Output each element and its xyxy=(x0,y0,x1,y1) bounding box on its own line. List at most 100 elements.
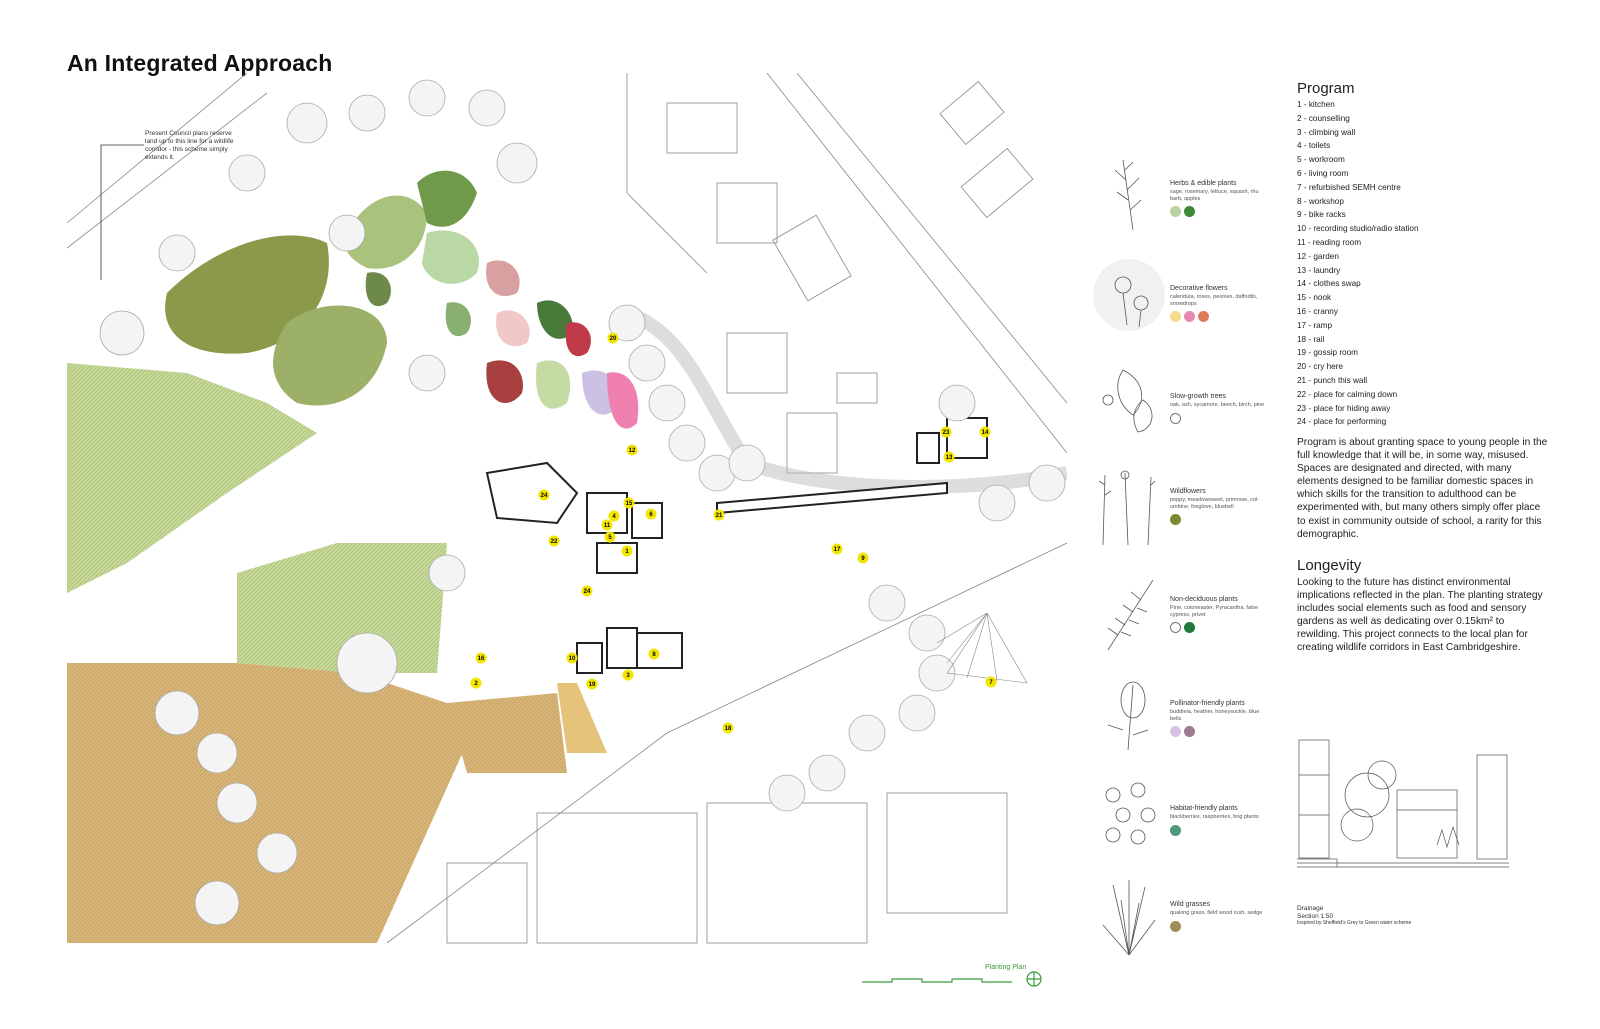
color-swatch xyxy=(1198,311,1209,322)
color-swatch xyxy=(1170,514,1181,525)
program-item: 8 - workshop xyxy=(1297,196,1344,206)
legend-item-herbs: Herbs & edible plants sage, rosemary, le… xyxy=(1093,150,1273,240)
svg-text:4: 4 xyxy=(612,514,616,520)
program-marker: 2 xyxy=(470,677,482,689)
section-caption-scale: Section 1:50 xyxy=(1297,912,1334,920)
color-swatch xyxy=(1170,824,1181,836)
color-swatch xyxy=(1184,726,1195,737)
section-caption-title: Drainage xyxy=(1297,905,1324,912)
berry-icon xyxy=(1105,782,1156,845)
legend-name: Decorative flowers xyxy=(1170,285,1228,292)
program-heading: Program xyxy=(1297,80,1355,97)
program-item: 16 - cranny xyxy=(1297,306,1338,316)
wildlife-corridor-note: Present Council plans reserve land up to… xyxy=(145,130,234,161)
program-item: 10 - recording studio/radio station xyxy=(1297,224,1419,234)
svg-text:16: 16 xyxy=(478,656,485,662)
site-plan: 20 12 23 14 13 24 15 4 6 11 5 22 1 21 17… xyxy=(67,73,1067,944)
legend-item-wild-grasses: Wild grasses quaking grass, field wood r… xyxy=(1093,875,1273,965)
note-leader-line xyxy=(100,144,144,280)
program-marker: 3 xyxy=(622,669,634,681)
longevity-heading: Longevity xyxy=(1297,557,1362,574)
svg-text:13: 13 xyxy=(946,455,953,461)
program-marker: 11 xyxy=(601,519,613,531)
svg-text:2: 2 xyxy=(474,681,478,687)
program-text: Program is about granting space to young… xyxy=(1297,437,1548,540)
legend-item-pollinator: Pollinator-friendly plants buddleia, hea… xyxy=(1093,670,1273,760)
svg-text:8: 8 xyxy=(652,652,656,658)
lilac-icon xyxy=(1107,681,1149,751)
program-item: 6 - living room xyxy=(1297,168,1349,178)
wildflower-icon xyxy=(1098,470,1156,546)
program-marker: 20 xyxy=(607,332,619,344)
program-item: 20 - cry here xyxy=(1297,362,1343,372)
program-marker: 22 xyxy=(548,535,560,547)
legend-desc: blackberries, raspberries, bog plants xyxy=(1170,814,1259,820)
legend-name: Habitat-friendly plants xyxy=(1170,805,1238,812)
program-item: 15 - nook xyxy=(1297,293,1332,303)
svg-text:20: 20 xyxy=(610,336,617,342)
legend-item-wildflowers: Wildflowers poppy, meadowsweet, primrose… xyxy=(1093,465,1273,555)
legend-name: Non-deciduous plants xyxy=(1170,596,1238,603)
program-item: 23 - place for hiding away xyxy=(1297,403,1391,413)
svg-text:9: 9 xyxy=(861,556,865,562)
program-item: 18 - rail xyxy=(1297,334,1325,344)
svg-text:24: 24 xyxy=(584,589,591,595)
color-swatch xyxy=(1184,206,1195,217)
svg-text:6: 6 xyxy=(649,512,653,518)
program-item: 12 - garden xyxy=(1297,251,1339,261)
program-marker: 10 xyxy=(566,652,578,664)
program-item: 7 - refurbished SEMH centre xyxy=(1297,182,1401,192)
program-marker: 19 xyxy=(586,678,598,690)
color-swatch xyxy=(1170,622,1181,633)
program-item: 2 - counselling xyxy=(1297,113,1350,123)
program-marker: 9 xyxy=(857,552,869,564)
program-item: 1 - kitchen xyxy=(1297,100,1335,109)
svg-text:19: 19 xyxy=(589,682,596,688)
longevity-text: Looking to the future has distinct envir… xyxy=(1297,577,1543,654)
legend-name: Herbs & edible plants xyxy=(1170,180,1237,187)
program-marker: 5 xyxy=(604,531,616,543)
program-item: 14 - clothes swap xyxy=(1297,279,1361,289)
program-item: 22 - place for calming down xyxy=(1297,389,1398,399)
legend-name: Wildflowers xyxy=(1170,488,1206,495)
svg-text:11: 11 xyxy=(604,523,611,529)
program-item: 5 - workroom xyxy=(1297,155,1345,165)
legend-desc: poppy, meadowsweet, primrose, col-umbine… xyxy=(1170,497,1260,510)
program-marker: 17 xyxy=(831,543,843,555)
svg-text:7: 7 xyxy=(989,680,993,686)
color-swatch xyxy=(1170,920,1181,932)
svg-text:24: 24 xyxy=(541,493,548,499)
fern-icon xyxy=(1107,579,1154,651)
program-item: 4 - toilets xyxy=(1297,141,1331,151)
program-marker: 8 xyxy=(648,648,660,660)
color-swatch xyxy=(1184,311,1195,322)
legend-name: Pollinator-friendly plants xyxy=(1170,700,1245,707)
legend-desc: calendula, roses, peonies, daffodils, sn… xyxy=(1170,294,1258,307)
svg-text:14: 14 xyxy=(982,430,989,436)
program-item: 21 - punch this wall xyxy=(1297,375,1368,385)
flower-icon xyxy=(1093,259,1165,331)
legend-name: Slow-growth trees xyxy=(1170,393,1227,400)
program-marker: 24 xyxy=(581,585,593,597)
legend-desc: oak, ash, sycamore, beech, birch, pine xyxy=(1170,402,1265,408)
color-swatch xyxy=(1184,622,1195,633)
program-marker: 7 xyxy=(985,676,997,688)
svg-text:15: 15 xyxy=(626,501,633,507)
program-item: 3 - climbing wall xyxy=(1297,127,1356,137)
scale-bar xyxy=(862,971,1042,987)
color-swatch xyxy=(1170,311,1181,322)
svg-text:10: 10 xyxy=(569,656,576,662)
legend-item-slow-growth-trees: Slow-growth trees oak, ash, sycamore, be… xyxy=(1093,360,1273,450)
program-marker: 16 xyxy=(475,652,487,664)
svg-text:17: 17 xyxy=(834,547,841,553)
svg-text:3: 3 xyxy=(626,673,630,679)
svg-text:21: 21 xyxy=(716,513,723,519)
program-item: 9 - bike racks xyxy=(1297,210,1346,220)
program-list: 1 - kitchen 2 - counselling 3 - climbing… xyxy=(1297,98,1419,429)
program-marker: 13 xyxy=(943,451,955,463)
program-marker: 14 xyxy=(979,426,991,438)
color-swatch xyxy=(1170,206,1181,217)
legend-desc: Pine, cotoneaster, Pyracantha, false cyp… xyxy=(1170,605,1259,618)
svg-text:22: 22 xyxy=(551,539,558,545)
program-marker: 15 xyxy=(623,497,635,509)
